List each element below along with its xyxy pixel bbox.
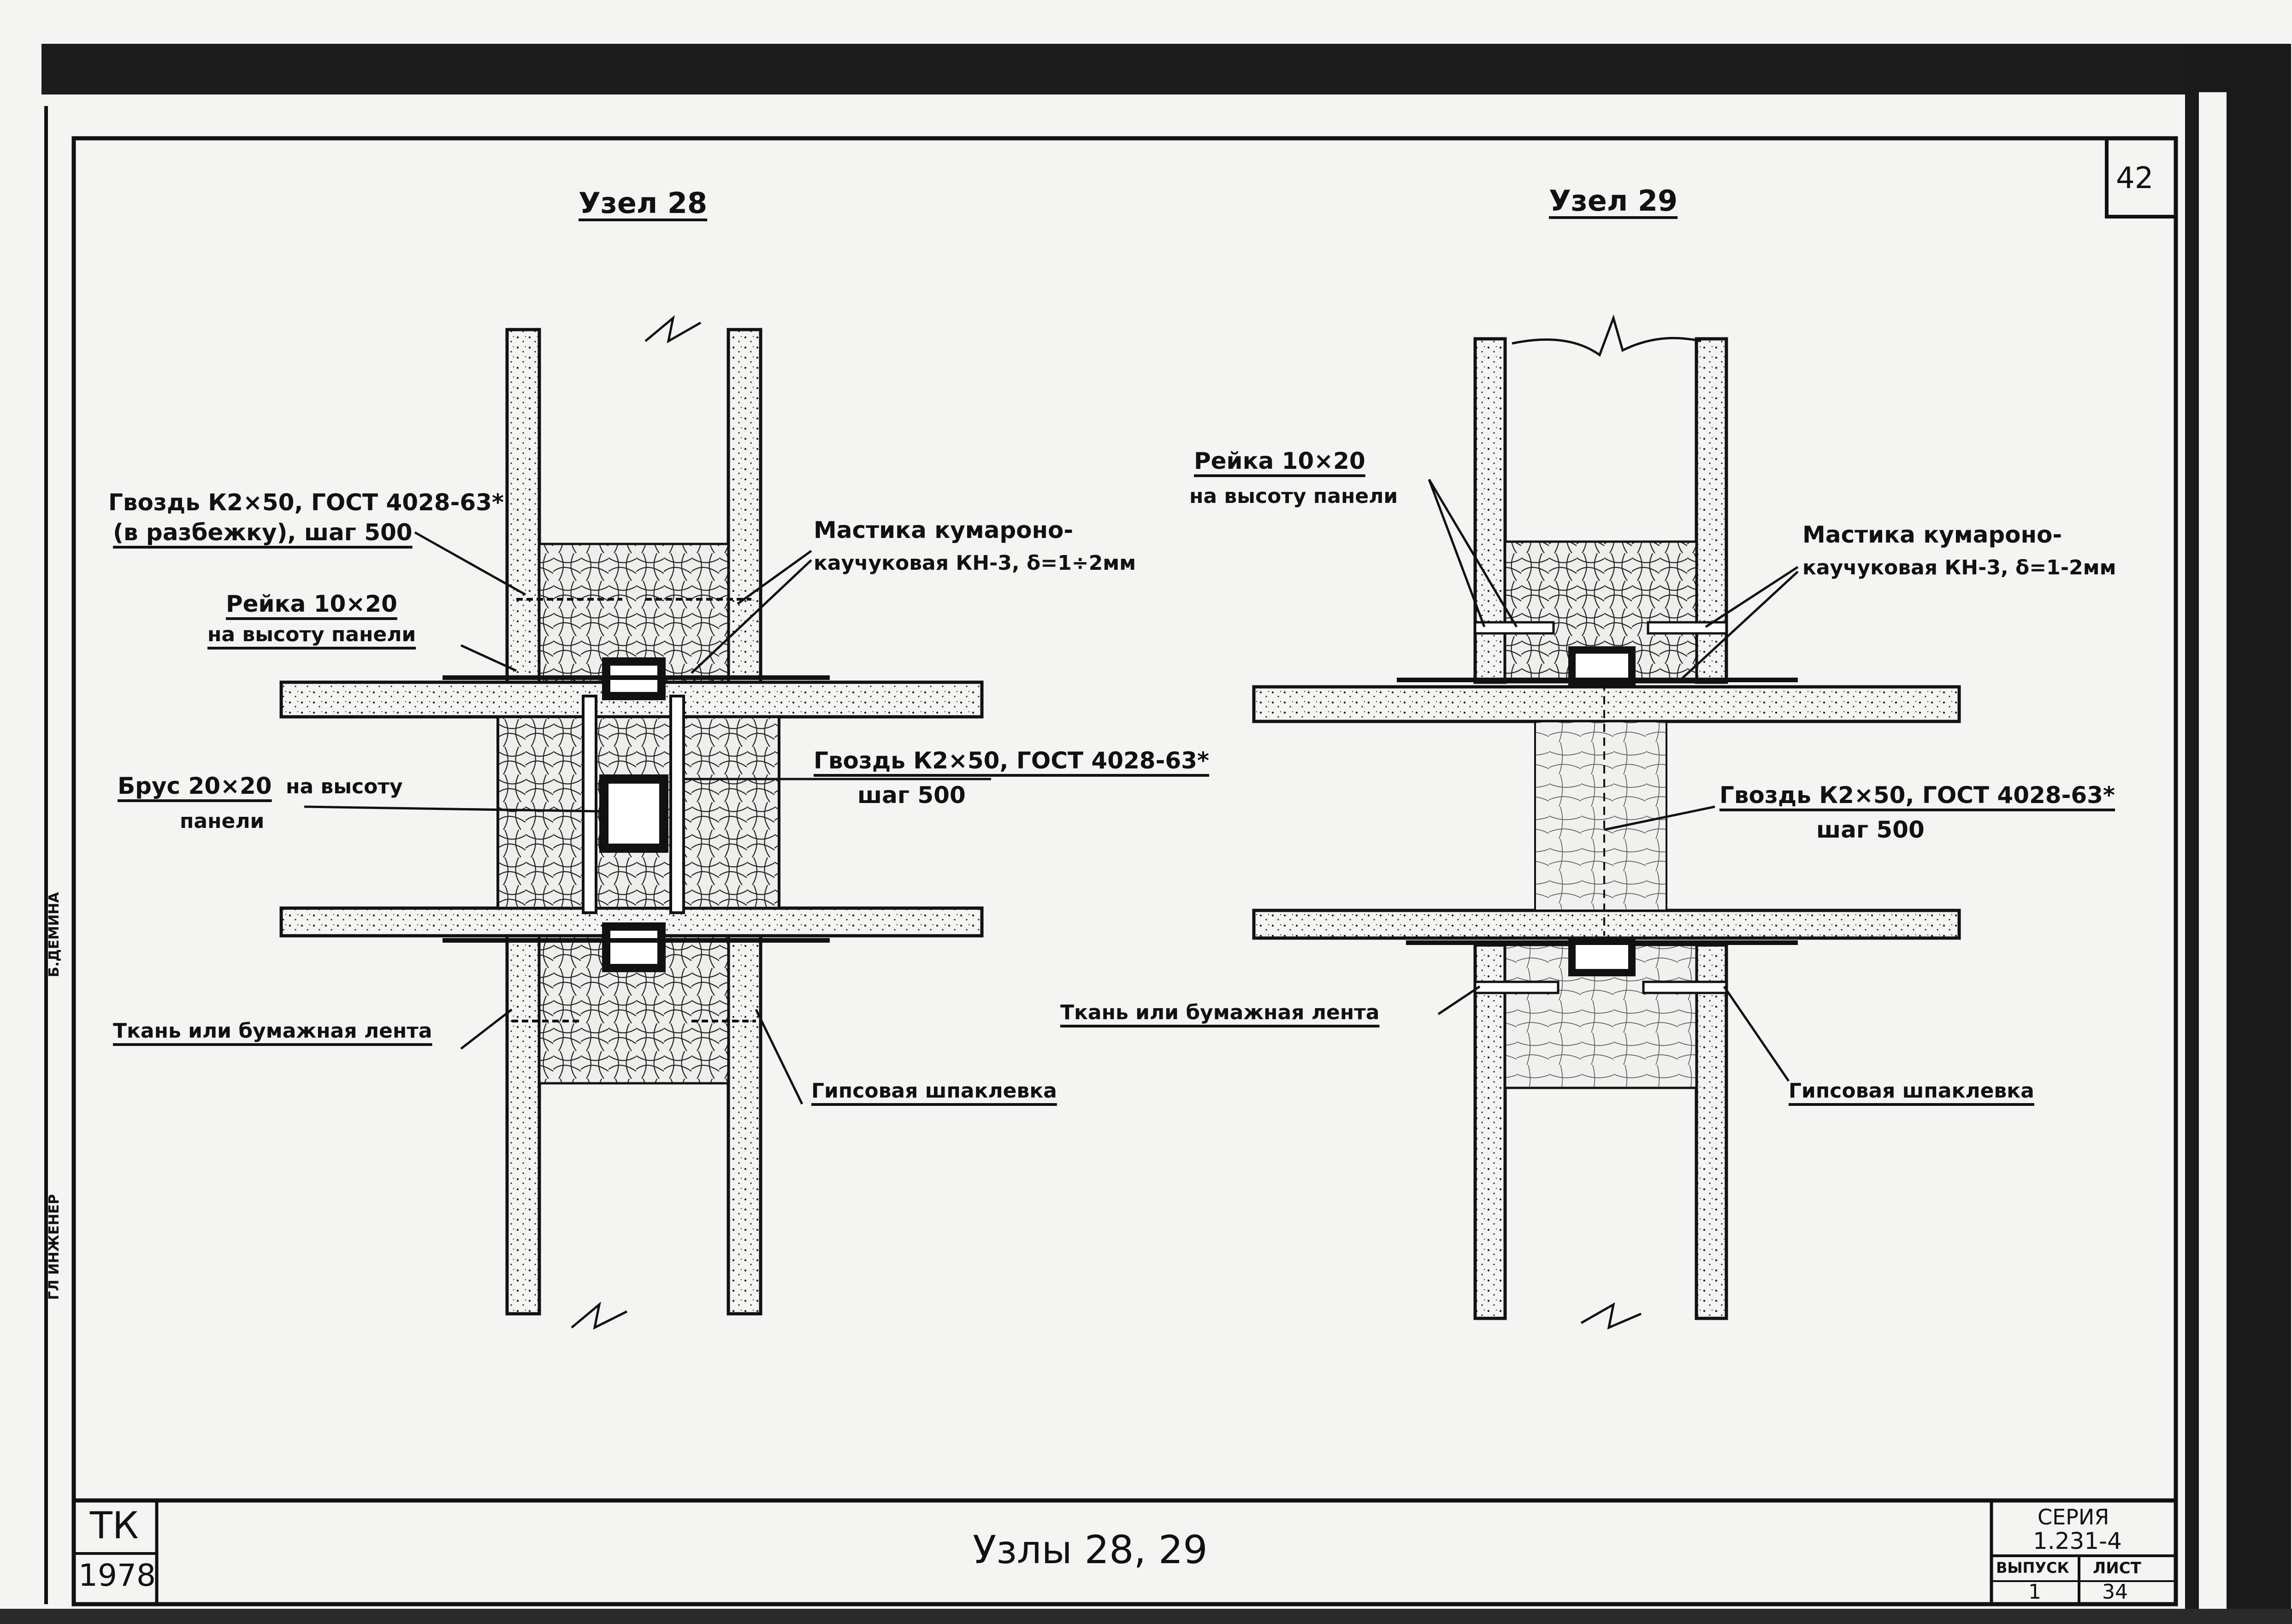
label-nail-29-line2: шаг 500 <box>1816 816 1925 843</box>
label-putty-28: Гипсовая шпаклевка <box>811 1079 1057 1103</box>
sheet-title: Узлы 28, 29 <box>973 1527 1208 1572</box>
label-mastic-28-line1: Мастика кумароно- <box>814 517 1074 543</box>
label-mastic-28-line2: каучуковая КН-3, δ=1÷2мм <box>814 551 1136 575</box>
side-stamp-engineer: ГЛ ИНЖЕНЕР <box>46 1194 62 1300</box>
stamp-year: 1978 <box>78 1558 156 1593</box>
label-nail-29-line1: Гвоздь К2×50, ГОСТ 4028-63* <box>1719 782 2115 809</box>
label-tape-29: Ткань или бумажная лента <box>1060 1001 1380 1024</box>
sheet-label: ЛИСТ <box>2093 1559 2141 1577</box>
label-mastic-29-line1: Мастика кумароно- <box>1802 521 2062 548</box>
sheet-frame <box>71 136 2178 1606</box>
label-nail-top-line1: Гвоздь К2×50, ГОСТ 4028-63* <box>108 489 504 516</box>
label-rail-28-line2: на высоту панели <box>207 623 416 646</box>
label-beam-line3: панели <box>180 809 265 833</box>
node-29-drawing <box>1252 314 1961 1330</box>
node-29-leaders <box>1428 478 1799 1082</box>
label-nail-top-line2: (в разбежку), шаг 500 <box>113 519 413 546</box>
label-nail-mid-28-line2: шаг 500 <box>857 782 966 809</box>
series-value: 1.231-4 <box>2033 1528 2122 1554</box>
issue-value: 1 <box>2028 1580 2041 1604</box>
label-rail-29-line2: на высоту панели <box>1189 484 1398 508</box>
page-number: 42 <box>2116 161 2154 195</box>
label-tape-28: Ткань или бумажная лента <box>113 1019 432 1043</box>
label-beam-line1: Брус 20×20 <box>118 773 272 799</box>
node-28-leaders <box>304 531 991 1105</box>
scan-edge-top <box>41 44 2208 94</box>
page-number-box <box>2105 136 2178 219</box>
node-28-title: Узел 28 <box>579 186 708 220</box>
label-rail-28-line1: Рейка 10×20 <box>226 591 397 617</box>
label-beam-line2: на высоту <box>286 775 403 798</box>
label-nail-mid-28-line1: Гвоздь К2×50, ГОСТ 4028-63* <box>814 747 1210 774</box>
label-rail-29-line1: Рейка 10×20 <box>1194 448 1365 474</box>
node-28-drawing <box>279 315 984 1330</box>
node-29-title: Узел 29 <box>1549 184 1678 218</box>
label-putty-29: Гипсовая шпаклевка <box>1789 1079 2034 1103</box>
side-stamp-name: Б.ДЕМИНА <box>46 892 62 977</box>
label-mastic-29-line2: каучуковая КН-3, δ=1-2мм <box>1802 556 2116 579</box>
issue-label: ВЫПУСК <box>1996 1559 2069 1577</box>
stamp-org: ТК <box>90 1504 139 1547</box>
series-label: СЕРИЯ <box>2038 1505 2109 1530</box>
sheet-value: 34 <box>2102 1580 2128 1604</box>
